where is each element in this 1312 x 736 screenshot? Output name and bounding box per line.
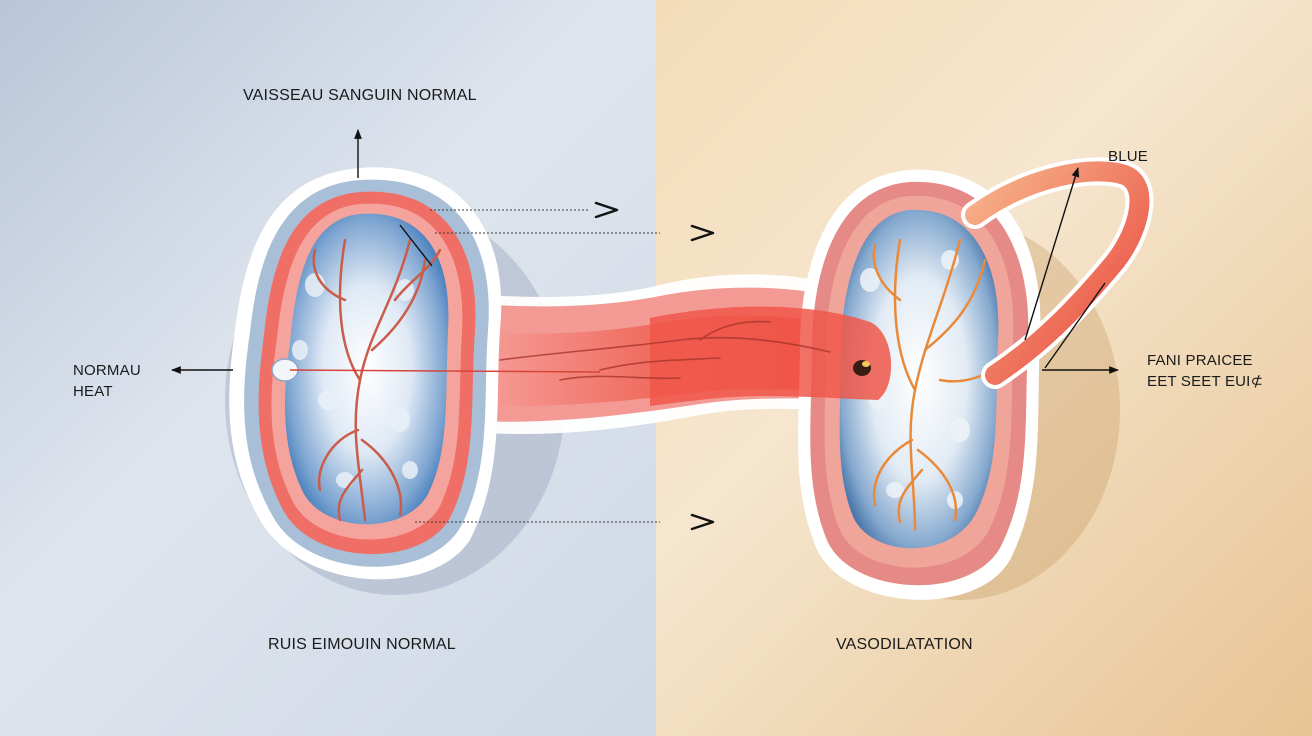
normal-heat-line-2: HEAT: [73, 383, 113, 400]
normal-vessel-title: VAISSEAU SANGUIN NORMAL: [243, 87, 477, 104]
right-side-label: FANI PRAICEE EET SEET EUI⊄: [1147, 350, 1263, 392]
chevron-right-icon: [594, 201, 619, 219]
blue-label: BLUE: [1108, 148, 1148, 165]
vessel-end: [650, 306, 892, 406]
chevron-right-icon: [690, 513, 715, 531]
chevron-right-icon: [690, 224, 715, 242]
right-side-line-2: EET SEET EUI⊄: [1147, 373, 1264, 390]
normal-vessel-caption: RUIS ЕIMOUIN NORMAL: [268, 636, 456, 653]
right-side-line-1: FANI PRAICEE: [1147, 352, 1253, 369]
vasodilatation-caption: VASODILATATION: [836, 636, 973, 653]
normal-vessel-cell: [229, 167, 601, 580]
arrow-up-icon: [1024, 167, 1080, 341]
normal-heat-line-1: NORMAU: [73, 362, 141, 379]
dilated-vessel-cell: [798, 169, 1041, 600]
normal-heat-label: NORMAU HEAT: [73, 360, 141, 402]
